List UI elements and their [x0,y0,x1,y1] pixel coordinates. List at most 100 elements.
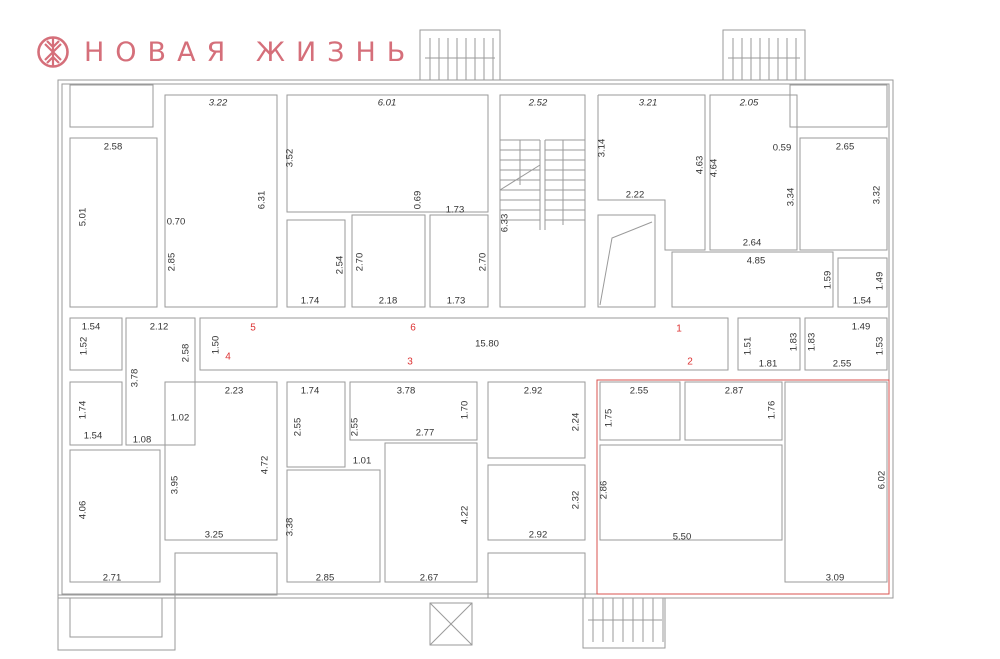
dimension-label: 4.85 [747,256,766,267]
dimension-label: 2.64 [743,238,762,249]
balcony [789,84,888,128]
room [709,94,798,251]
room [349,381,478,441]
dimension-label: 5.01 [78,208,89,227]
dimension-label: 2.77 [416,428,435,439]
dimension-label: 1.76 [767,401,778,420]
dimension-label: 4.22 [460,506,471,525]
room [599,381,681,441]
dimension-label: 2.92 [524,386,543,397]
dimension-label: 2.71 [103,573,122,584]
elevator-diagonal [599,221,653,306]
dimension-label: 3.32 [872,186,883,205]
room [69,137,158,308]
main-corridor [199,317,729,371]
dimension-label: 1.81 [759,359,778,370]
dimension-label: 1.73 [447,296,466,307]
room [597,94,706,251]
brand-emblem-icon [37,36,69,68]
dimension-label: 1.50 [211,336,222,355]
dimension-label: 1.51 [743,337,754,356]
dimension-label: 2.22 [626,190,645,201]
dimension-label: 3.38 [285,518,296,537]
room [804,317,888,371]
dimension-label: 2.85 [167,253,178,272]
dimension-label: 3.14 [597,139,608,158]
dimension-label: 3.25 [205,530,224,541]
dimension-label: 1.49 [875,272,886,291]
room [286,219,346,308]
room-marker: 6 [410,323,416,334]
room [164,94,278,308]
dimension-label: 2.87 [725,386,744,397]
dimension-label: 2.23 [225,386,244,397]
dimension-label: 6.02 [877,471,888,490]
dimension-label: 3.78 [397,386,416,397]
outer-wall-inner [61,83,890,595]
dimension-label: 2.55 [293,418,304,437]
dimension-label: 2.12 [150,322,169,333]
dimension-label: 1.53 [875,337,886,356]
dimension-label: 1.54 [853,296,872,307]
balcony [69,84,154,128]
dimension-label: 4.64 [709,159,720,178]
dimension-label: 2.55 [350,418,361,437]
dimension-label: 0.59 [773,143,792,154]
dimension-label: 1.73 [446,205,465,216]
room [384,442,478,583]
dimension-labels: 2.585.013.226.310.702.856.013.520.691.73… [78,98,888,584]
dimension-label: 6.33 [500,214,511,233]
dimension-label: 1.08 [133,435,152,446]
room [684,381,783,441]
dimension-label: 5.50 [673,532,692,543]
dimension-label: 2.58 [181,344,192,363]
room-marker: 1 [676,324,682,335]
brand-name: НОВАЯ ЖИЗНЬ [84,36,417,68]
dimension-label: 1.83 [807,333,818,352]
dimension-label: 1.52 [79,337,90,356]
dimension-label: 2.86 [599,481,610,500]
dimension-label: 3.21 [639,98,658,109]
room [286,381,346,468]
dimension-label: 3.22 [209,98,228,109]
dimension-label: 2.24 [571,413,582,432]
dimension-label: 1.59 [823,271,834,290]
room [599,444,783,541]
dimension-label: 3.78 [130,369,141,388]
dimension-label: 1.01 [353,456,372,467]
external-stair [419,29,501,81]
room [837,257,888,308]
balcony-inner [69,597,163,638]
balcony [174,552,278,596]
dimension-label: 2.70 [478,253,489,272]
dimension-label: 2.67 [420,573,439,584]
dimension-label: 0.69 [413,191,424,210]
dimension-label: 2.55 [630,386,649,397]
room-marker: 4 [225,352,231,363]
dimension-label: 1.54 [84,431,103,442]
dimension-label: 4.63 [695,156,706,175]
dimension-label: 1.70 [460,401,471,420]
dimension-label: 1.02 [171,413,190,424]
dimension-label: 3.52 [285,149,296,168]
dimension-label: 15.80 [475,339,499,350]
room-marker: 2 [687,357,693,368]
dimension-label: 1.75 [604,409,615,428]
dimension-label: 2.32 [571,491,582,510]
room [69,317,123,371]
dimension-label: 2.54 [335,256,346,275]
dimension-label: 2.70 [355,253,366,272]
dimension-label: 2.05 [739,98,759,109]
dimension-label: 2.55 [833,359,852,370]
dimension-label: 6.31 [257,191,268,210]
balcony [57,594,176,651]
dimension-label: 4.06 [78,501,89,520]
dimension-label: 2.85 [316,573,335,584]
room [69,449,161,583]
room-marker: 5 [250,323,256,334]
ventilation-shaft [429,602,473,646]
dimension-label: 3.95 [170,476,181,495]
dimension-label: 1.49 [852,322,871,333]
dimension-label: 1.74 [301,386,320,397]
room [487,381,586,459]
